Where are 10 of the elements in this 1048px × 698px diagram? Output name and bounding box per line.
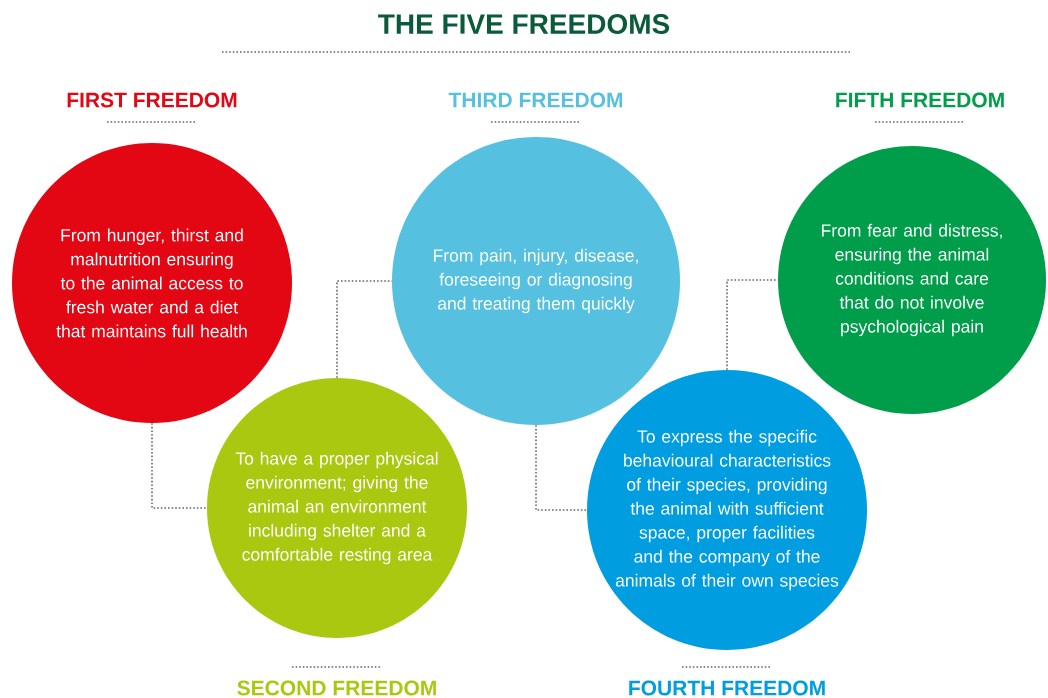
dotted-connector bbox=[726, 279, 779, 371]
freedom-heading: THIRD FREEDOM bbox=[448, 92, 623, 108]
dotted-connector bbox=[535, 424, 588, 511]
freedom-heading: FIRST FREEDOM bbox=[67, 92, 237, 108]
freedom-heading: FIFTH FREEDOM bbox=[836, 92, 1004, 108]
dotted-connector bbox=[151, 422, 208, 509]
freedom-heading: FOURTH FREEDOM bbox=[629, 680, 825, 696]
freedom-heading: SECOND FREEDOM bbox=[237, 680, 436, 696]
title: THE FIVE FREEDOMS bbox=[378, 14, 670, 34]
dotted-connector bbox=[336, 280, 393, 379]
